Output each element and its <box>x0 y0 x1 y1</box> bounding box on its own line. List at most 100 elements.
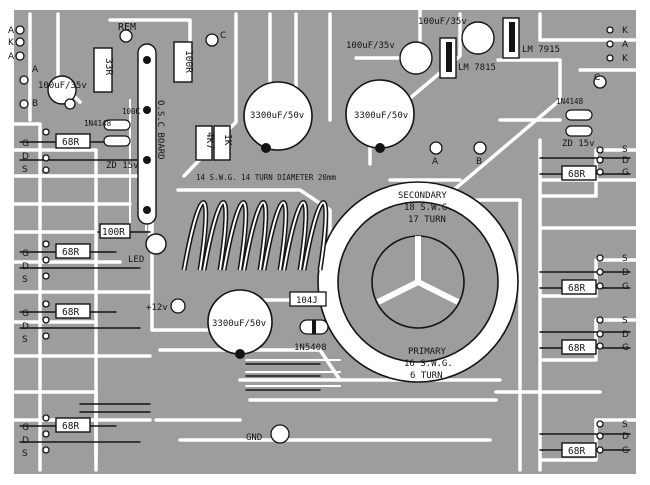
led <box>145 233 167 255</box>
left-edge-strip <box>6 6 14 480</box>
label-secondary-title: SECONDARY <box>398 191 447 201</box>
resistor-33r <box>93 47 113 93</box>
pin-g: G <box>622 446 629 456</box>
gate-r-label: 68R <box>62 137 79 148</box>
pin-d: D <box>622 330 629 340</box>
pin-a: A <box>8 26 15 36</box>
pin-d: D <box>22 152 29 162</box>
pin-a: A <box>32 65 39 75</box>
pin-s: S <box>622 254 628 264</box>
pin-b-center: B <box>476 157 482 167</box>
gate-r-label: 68R <box>568 446 585 457</box>
osc-board-header <box>137 43 157 225</box>
pin-c-right: C <box>594 73 600 83</box>
pads <box>15 25 614 454</box>
pin-k: K <box>8 38 15 48</box>
label-3300uf-bottom: 3300uF/50v <box>212 319 266 329</box>
pin-k: K <box>622 54 629 64</box>
label-100k: 100K <box>122 107 141 116</box>
label-4k7: 4K7 <box>204 132 215 149</box>
left-pin-letters: A K A A B G D S G D S G D S G D S <box>8 26 39 459</box>
label-secondary-turns: 17 TURN <box>408 215 446 225</box>
label-3300uf-left: 3300uF/50v <box>250 111 304 121</box>
label-osc-board: O.S.C BOARD <box>155 100 165 160</box>
label-primary-turns: 6 TURN <box>410 371 443 381</box>
label-3300uf-right: 3300uF/50v <box>354 111 408 121</box>
capacitor-3300uf-left <box>243 81 313 153</box>
pin-s: S <box>622 420 628 430</box>
resistor-100r-top <box>173 41 193 83</box>
top-edge-strip <box>6 6 644 10</box>
label-zd15-left: ZD 15v <box>106 161 139 171</box>
gate-resistors <box>55 133 597 458</box>
pin-g: G <box>22 423 29 433</box>
label-1k: 1K <box>222 134 233 146</box>
pin-b: B <box>32 99 38 109</box>
label-inductor: 14 S.W.G. 14 TURN DIAMETER 20mm <box>196 173 336 182</box>
label-104j: 104J <box>296 296 318 306</box>
label-primary-swg: 16 S.W.G. <box>404 359 453 369</box>
label-100r-mid: 100R <box>102 227 125 238</box>
inductor-coil-inner <box>183 201 327 271</box>
pin-d: D <box>22 436 29 446</box>
resistor-4k7 <box>195 125 213 161</box>
pin-s: S <box>22 335 28 345</box>
label-led: LED <box>128 255 144 265</box>
pin-k: K <box>622 26 629 36</box>
bottom-edge-strip <box>6 474 644 480</box>
pin-d: D <box>22 262 29 272</box>
diode-1n5408 <box>299 319 329 335</box>
label-secondary-swg: 18 S.W.G. <box>404 203 453 213</box>
pin-g: G <box>622 168 629 178</box>
gate-r-label: 68R <box>568 283 585 294</box>
label-100uf-top-mid: 100uF/35v <box>346 41 395 51</box>
label-1n4148-left: 1N4148 <box>84 119 112 128</box>
right-edge-strip <box>636 6 644 480</box>
capacitor-100uf-top-mid <box>399 41 433 75</box>
label-zd15-right: ZD 15v <box>562 139 595 149</box>
label-1n4148-right: 1N4148 <box>556 97 584 106</box>
label-100uf-left: 100uF/35v <box>38 81 87 91</box>
pin-d: D <box>622 268 629 278</box>
pin-g: G <box>22 139 29 149</box>
regulator-lm7815 <box>439 37 457 79</box>
label-primary-title: PRIMARY <box>408 347 447 357</box>
label-plus12: +12v <box>146 303 168 313</box>
transformer <box>317 181 519 383</box>
resistor-1k <box>213 125 231 161</box>
pin-g: G <box>22 249 29 259</box>
capacitor-100uf-top-right <box>461 21 495 55</box>
gate-r-label: 68R <box>568 343 585 354</box>
right-pin-letters: K A K S D G S D G S D G S D G <box>622 26 629 456</box>
pin-s: S <box>622 316 628 326</box>
pin-s: S <box>622 145 628 155</box>
pin-g: G <box>622 343 629 353</box>
gate-r-label: 68R <box>62 421 79 432</box>
capacitor-3300uf-bottom <box>207 289 273 359</box>
label-33r: 33R <box>103 58 114 75</box>
capacitor-100uf-left <box>47 75 77 105</box>
gate-resistor-labels: 68R 68R 68R 68R 68R 68R 68R 68R <box>62 137 585 457</box>
pin-s: S <box>22 165 28 175</box>
gate-r-label: 68R <box>62 247 79 258</box>
label-rem: REM <box>118 22 136 33</box>
regulator-lm7915 <box>502 17 520 59</box>
label-lm7815: LM 7815 <box>458 63 496 73</box>
gate-r-label: 68R <box>568 169 585 180</box>
pin-c-top: C <box>220 31 226 41</box>
pin-d: D <box>22 322 29 332</box>
capacitor-3300uf-right <box>345 79 415 153</box>
gate-r-label: 68R <box>62 307 79 318</box>
diode-pair-left <box>103 119 131 147</box>
pin-g: G <box>622 282 629 292</box>
pin-d: D <box>622 432 629 442</box>
label-lm7915: LM 7915 <box>522 45 560 55</box>
label-1n5408: 1N5408 <box>294 343 327 353</box>
pin-s: S <box>22 449 28 459</box>
label-100uf-top-right: 100uF/35v <box>418 17 467 27</box>
pin-a: A <box>622 40 629 50</box>
capacitor-104j <box>289 291 327 307</box>
pin-g: G <box>22 309 29 319</box>
pin-s: S <box>22 275 28 285</box>
